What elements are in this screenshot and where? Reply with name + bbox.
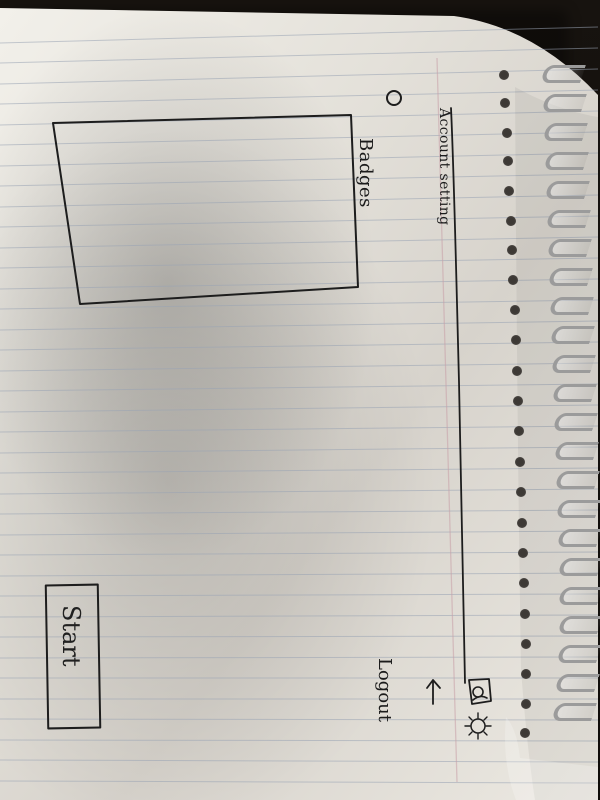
spiral-ring — [543, 152, 589, 170]
binding-hole — [521, 699, 531, 709]
spiral-ring — [554, 471, 600, 489]
binding-hole — [521, 669, 531, 679]
spiral-ring — [554, 674, 600, 692]
spiral-ring — [546, 239, 592, 257]
binding-hole — [521, 639, 531, 649]
spiral-ring — [541, 94, 587, 112]
arrow-up-icon — [426, 679, 441, 705]
gear-icon — [464, 712, 492, 740]
binding-hole — [519, 578, 529, 588]
spiral-ring — [557, 558, 600, 576]
badges-panel — [52, 114, 359, 305]
spiral-ring — [552, 413, 598, 431]
binding-hole — [512, 366, 522, 376]
binding-hole — [503, 156, 513, 166]
margin-line — [436, 57, 458, 783]
profile-icon — [468, 678, 492, 705]
binding-hole — [516, 487, 526, 497]
spiral-ring — [548, 297, 594, 315]
binding-hole — [520, 609, 530, 619]
ruled-lines — [0, 26, 599, 784]
circle-icon — [386, 90, 402, 106]
binding-hole — [506, 216, 516, 226]
start-button-label[interactable]: Start — [57, 605, 85, 667]
spiral-ring — [553, 442, 599, 460]
spiral-ring — [557, 587, 600, 605]
divider-line — [450, 107, 466, 684]
binding-hole — [515, 457, 525, 467]
binding-hole — [499, 70, 509, 80]
binding-hole — [507, 245, 517, 255]
binding-hole — [511, 335, 521, 345]
logout-label[interactable]: Logout — [374, 658, 395, 722]
binding-hole — [518, 548, 528, 558]
spiral-ring — [545, 210, 591, 228]
binding-hole — [510, 305, 520, 315]
spiral-ring — [549, 326, 595, 344]
spiral-ring — [556, 645, 600, 663]
binding-hole — [517, 518, 527, 528]
binding-hole — [504, 186, 514, 196]
spiral-ring — [556, 529, 600, 547]
spiral-ring — [557, 616, 600, 634]
badges-label[interactable]: Badges — [355, 138, 376, 208]
binding-hole — [508, 275, 518, 285]
spiral-ring — [542, 123, 588, 141]
spiral-ring — [550, 355, 596, 373]
spiral-ring — [544, 181, 590, 199]
page-curl — [505, 717, 598, 800]
binding-hole — [514, 426, 524, 436]
start-button-frame — [44, 583, 102, 730]
binding-hole — [500, 98, 510, 108]
paper-shadow-overlay-2 — [0, 8, 598, 800]
spiral-ring — [547, 268, 593, 286]
spiral-ring — [540, 65, 586, 83]
spiral-ring — [551, 703, 597, 721]
binding-hole — [513, 396, 523, 406]
binding-hole — [520, 728, 530, 738]
binding-hole — [502, 128, 512, 138]
spiral-ring — [551, 384, 597, 402]
account-setting-label[interactable]: Account setting — [436, 108, 452, 226]
spiral-ring — [555, 500, 600, 518]
